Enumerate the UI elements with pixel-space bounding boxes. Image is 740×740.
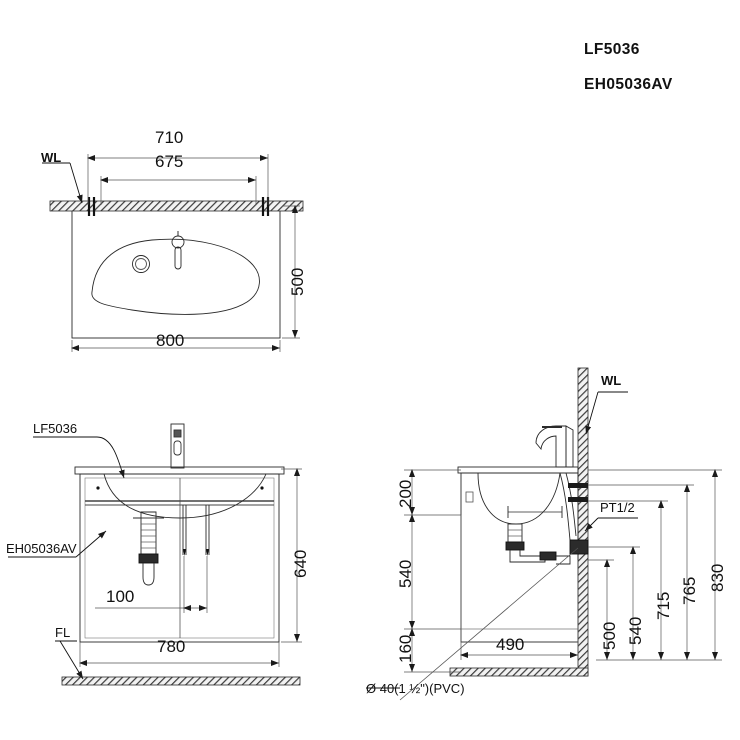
front-fixing-dot-left bbox=[96, 486, 100, 490]
front-cabinet-inner bbox=[84, 477, 275, 639]
side-basin-bowl bbox=[477, 472, 561, 525]
front-faucet-lever bbox=[173, 429, 182, 438]
front-label-lf5036: LF5036 bbox=[33, 421, 78, 436]
top-drain-inner bbox=[135, 258, 147, 270]
front-drain-assembly bbox=[133, 511, 164, 586]
side-dim-160-text: 160 bbox=[396, 634, 415, 663]
front-faucet-body bbox=[170, 423, 185, 469]
side-drain-spec-label: Ø 40(1 ½")(PVC) bbox=[366, 681, 465, 696]
front-leader-fl bbox=[55, 640, 84, 680]
top-counter-outline bbox=[71, 205, 281, 339]
front-faucet bbox=[170, 423, 185, 469]
top-basin-outline bbox=[91, 238, 260, 315]
side-cabinet-body bbox=[460, 472, 579, 643]
front-dim-100 bbox=[95, 556, 208, 613]
front-fixing-dot-right bbox=[260, 486, 264, 490]
top-wl-leader bbox=[42, 162, 83, 204]
front-cabinet-body bbox=[79, 473, 280, 643]
front-bottle-trap bbox=[142, 563, 155, 586]
side-basin-back bbox=[559, 472, 571, 541]
side-dim-200-text: 200 bbox=[396, 479, 415, 508]
top-dim-500-text: 500 bbox=[288, 267, 307, 296]
side-view bbox=[366, 367, 722, 701]
front-leader-eh05036av bbox=[8, 530, 107, 558]
side-countertop bbox=[457, 466, 579, 474]
side-dim-540b-text: 540 bbox=[626, 616, 645, 645]
front-supply-pipes bbox=[182, 505, 210, 556]
front-dim-100-text: 100 bbox=[106, 587, 135, 606]
front-dim-640 bbox=[281, 468, 302, 643]
side-dim-540-text: 540 bbox=[396, 559, 415, 588]
top-dim-675-text: 675 bbox=[155, 152, 184, 171]
top-faucet-spout bbox=[174, 246, 182, 270]
side-dim-715-text: 715 bbox=[654, 591, 673, 620]
front-dim-640-text: 640 bbox=[291, 549, 310, 578]
top-wall-band bbox=[49, 200, 304, 212]
side-dim-765-text: 765 bbox=[680, 576, 699, 605]
top-dim-710-text: 710 bbox=[155, 128, 184, 147]
front-leader-lf5036 bbox=[33, 436, 125, 479]
top-wl-label: WL bbox=[41, 150, 62, 165]
front-label-fl: FL bbox=[55, 625, 71, 640]
side-drain-assembly bbox=[505, 506, 571, 565]
top-dim-800-text: 800 bbox=[156, 331, 185, 350]
front-faucet-plate bbox=[173, 440, 182, 456]
top-view bbox=[42, 154, 304, 352]
side-dim-490 bbox=[460, 515, 579, 660]
top-dim-500 bbox=[282, 205, 300, 339]
side-dim-chain-right bbox=[588, 469, 722, 661]
side-wall-band bbox=[577, 367, 589, 677]
top-dim-800 bbox=[71, 340, 281, 352]
top-dim-675 bbox=[100, 176, 257, 205]
front-basin-curve bbox=[103, 473, 267, 519]
front-floor-band bbox=[61, 676, 301, 686]
top-drain-outer bbox=[132, 255, 150, 273]
side-hinge-detail bbox=[465, 491, 474, 503]
top-faucet-base bbox=[171, 235, 185, 249]
side-dim-chain-left bbox=[404, 469, 461, 673]
side-basin-back2 bbox=[565, 472, 577, 537]
side-faucet bbox=[535, 425, 574, 468]
front-label-eh05036av: EH05036AV bbox=[6, 541, 77, 556]
top-dim-710 bbox=[87, 154, 269, 205]
drawing-title-model-1: LF5036 bbox=[584, 41, 640, 58]
side-dim-490-text: 490 bbox=[496, 635, 525, 654]
front-view bbox=[8, 423, 302, 686]
side-wl-label: WL bbox=[601, 373, 622, 388]
side-floor-band bbox=[449, 667, 589, 677]
side-pt-label: PT1/2 bbox=[600, 500, 635, 515]
front-trap-collar bbox=[138, 553, 159, 564]
side-dim-830-text: 830 bbox=[708, 563, 727, 592]
front-dim-780 bbox=[79, 642, 280, 667]
drawing-title-model-2: EH05036AV bbox=[584, 76, 673, 93]
side-wl-leader bbox=[585, 391, 628, 435]
side-drain-leader bbox=[399, 547, 579, 701]
side-dim-500-text: 500 bbox=[600, 621, 619, 650]
front-dim-780-text: 780 bbox=[157, 637, 186, 656]
side-pt-leader bbox=[584, 517, 638, 532]
